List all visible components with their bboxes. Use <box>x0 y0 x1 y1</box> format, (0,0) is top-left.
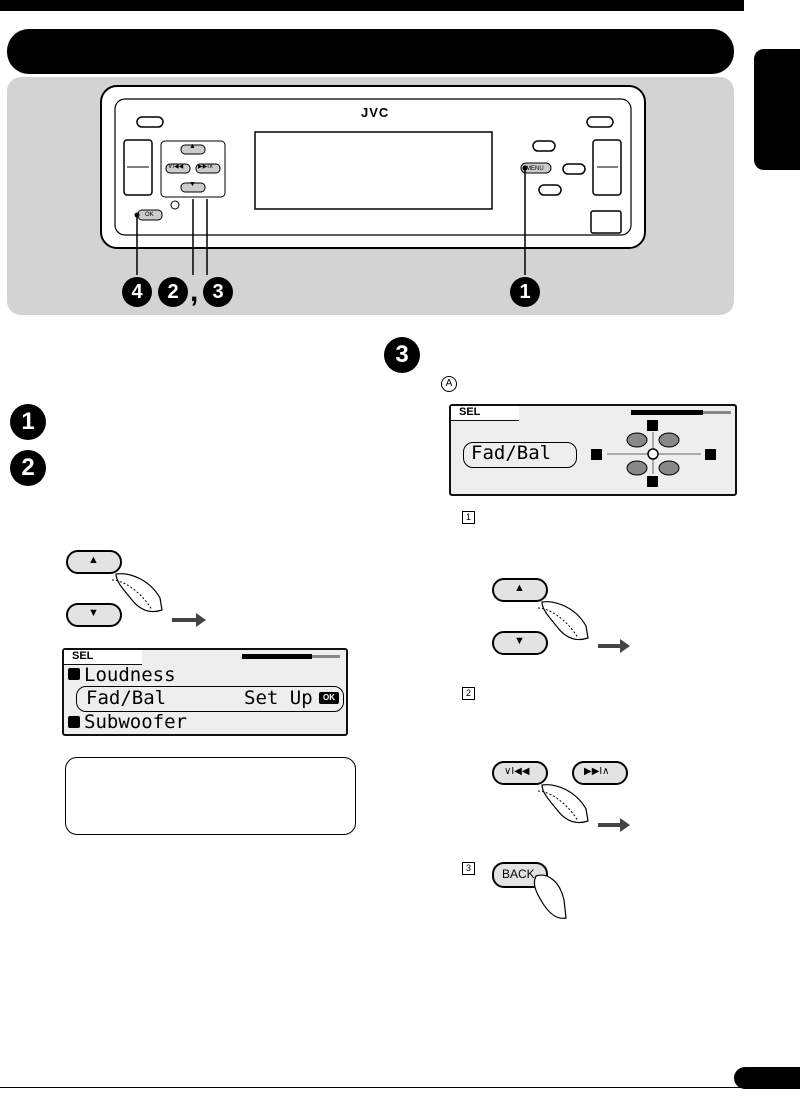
lcd-list-display: SEL Loudness Fad/Bal Set Up OK Subwoofer <box>62 648 348 736</box>
lcd-fader-display: SEL Fad/Bal <box>449 404 737 496</box>
device-down-arrow: ▼ <box>189 181 196 188</box>
callout-1: 1 <box>510 277 540 307</box>
page-number-tab <box>734 1067 800 1089</box>
finger-swipe-icon-3 <box>537 784 630 832</box>
back-button-label: BACK <box>502 867 535 881</box>
right-down-button[interactable]: ▼ <box>492 631 548 655</box>
step-3-marker: 3 <box>384 337 420 373</box>
up-button[interactable]: ▲ <box>66 550 122 574</box>
brand-logo: JVC <box>361 105 390 120</box>
lcd-fader-tab: SEL <box>451 406 519 421</box>
lcd-item-loudness: Loudness <box>84 664 176 686</box>
right-up-button[interactable]: ▲ <box>492 578 548 602</box>
lcd-set-up: Set Up <box>244 687 313 709</box>
device-next-label: ▶▶I∧ <box>198 164 214 170</box>
ok-button-label: OK <box>145 212 154 218</box>
lcd-tab-sel: SEL <box>64 650 142 665</box>
lcd-fader-label: Fad/Bal <box>471 442 552 464</box>
right-up-arrow-icon: ▲ <box>514 582 525 594</box>
prev-button[interactable]: ∨I◀◀ <box>492 761 548 785</box>
device-panel: JVC MENU OK ▲ ▼ ∨I◀◀ ▶▶I∧ 4 2 , 3 1 <box>7 77 734 315</box>
bottom-rule <box>0 1087 745 1088</box>
substep-3: 3 <box>462 862 475 875</box>
callout-2: 2 <box>158 277 188 307</box>
step-2-marker: 2 <box>10 450 46 486</box>
device-up-arrow: ▲ <box>189 143 196 150</box>
callout-comma: , <box>190 275 199 308</box>
menu-button-label: MENU <box>526 166 544 172</box>
top-rule <box>0 0 744 11</box>
finger-swipe-icon-2 <box>537 601 630 653</box>
note-box <box>65 757 356 835</box>
down-arrow-icon: ▼ <box>88 607 99 619</box>
lcd-up-icon <box>68 668 80 680</box>
callout-3: 3 <box>203 277 233 307</box>
lcd-selected-row <box>76 686 344 712</box>
lcd-level-bar <box>242 654 312 659</box>
substep-1: 1 <box>462 511 475 524</box>
step-1-marker: 1 <box>10 404 46 440</box>
car-stereo-illustration <box>100 85 646 275</box>
circled-a-marker: A <box>441 376 457 392</box>
lcd-fader-label-frame <box>463 442 577 468</box>
up-arrow-icon: ▲ <box>88 554 99 566</box>
device-prev-label: ∨I◀◀ <box>168 164 184 170</box>
title-banner <box>7 29 734 74</box>
next-icon: ▶▶I∧ <box>584 766 610 777</box>
lcd-down-icon <box>68 716 80 728</box>
finger-press-icon <box>533 874 567 919</box>
speaker-balance-icon <box>591 420 716 487</box>
next-button[interactable]: ▶▶I∧ <box>572 761 628 785</box>
language-tab <box>754 49 800 170</box>
callout-4: 4 <box>122 277 152 307</box>
right-down-arrow-icon: ▼ <box>514 635 525 647</box>
lcd-ok-badge: OK <box>319 692 339 704</box>
prev-icon: ∨I◀◀ <box>504 766 530 777</box>
lcd-item-fadbal: Fad/Bal <box>86 687 167 709</box>
finger-swipe-icon <box>111 573 206 627</box>
substep-2: 2 <box>462 687 475 700</box>
down-button[interactable]: ▼ <box>66 603 122 627</box>
lcd-item-subwoofer: Subwoofer <box>84 711 187 733</box>
